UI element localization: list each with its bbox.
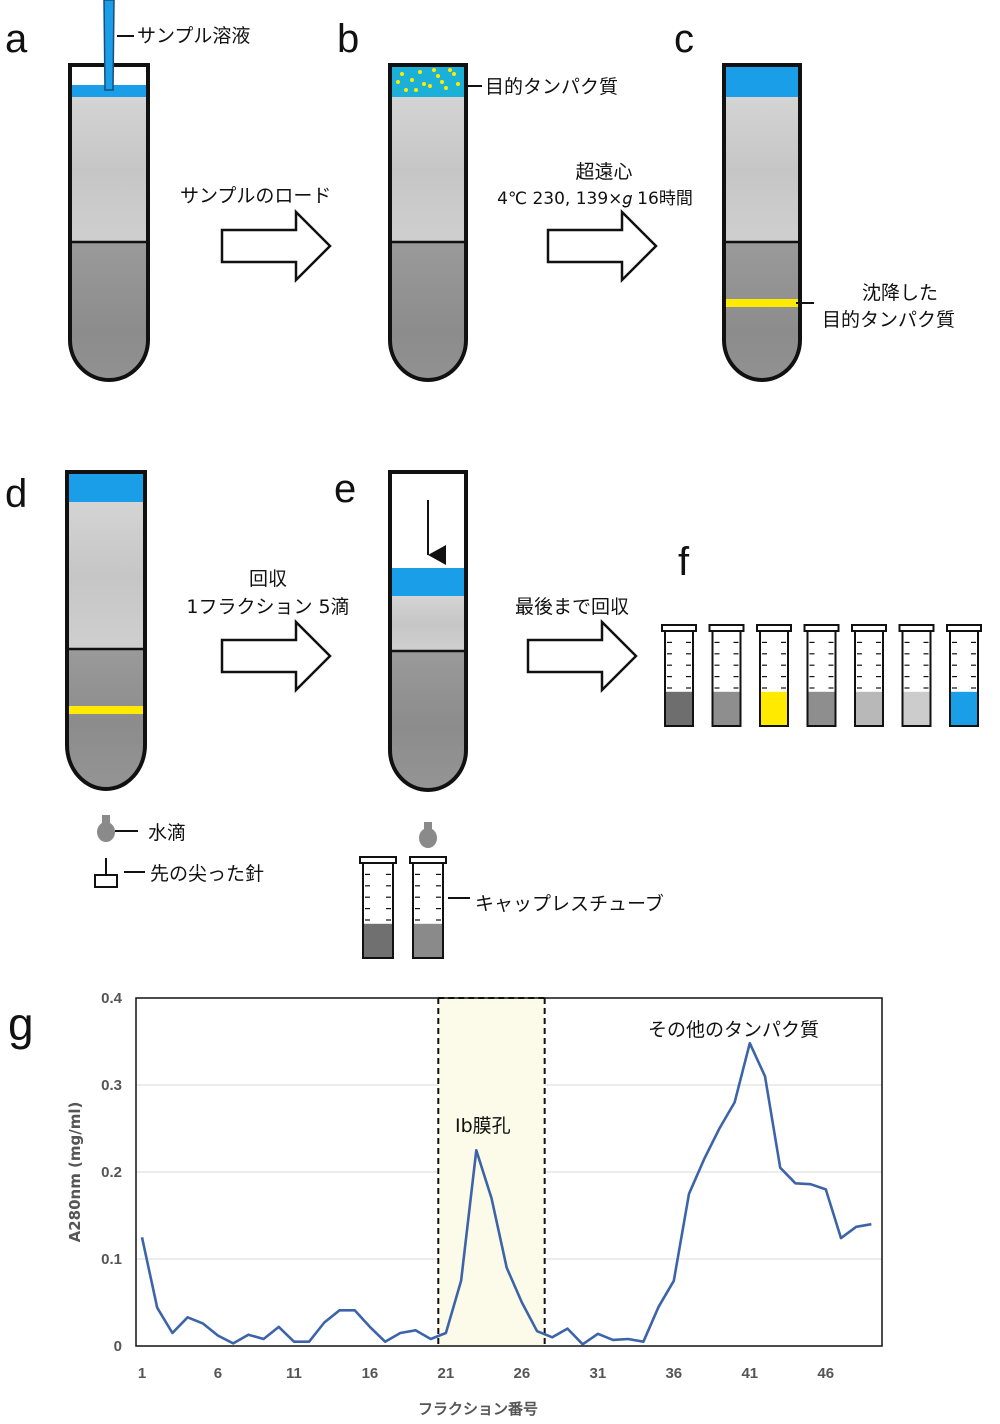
droplet-label: 水滴 (148, 822, 186, 844)
capless-tube-1 (359, 856, 397, 959)
protein-dots (396, 68, 460, 92)
x-tick-label: 41 (741, 1365, 758, 1382)
fraction-tube-2 (708, 624, 745, 727)
panel-label-f: f (678, 540, 690, 584)
tube-b (388, 63, 468, 382)
load-label: サンプルのロード (180, 185, 331, 207)
x-tick-label: 1 (138, 1365, 146, 1382)
settled-label-2: 目的タンパク質 (822, 309, 955, 331)
x-tick-label: 6 (214, 1365, 222, 1382)
droplet-icon (97, 815, 115, 842)
fraction-tube-6 (898, 624, 935, 727)
x-tick-label: 46 (817, 1365, 834, 1382)
highlight-band (438, 998, 545, 1346)
y-tick-label: 0.4 (101, 990, 123, 1007)
capless-tube-2 (409, 856, 447, 959)
droplet-e-icon (419, 822, 437, 848)
capless-tubes (359, 856, 447, 959)
y-tick-label: 0.3 (101, 1077, 122, 1094)
tube-a (68, 63, 150, 382)
arrow-centrifuge (546, 208, 658, 284)
arrow-load (220, 208, 332, 284)
x-tick-label: 31 (590, 1365, 607, 1382)
sample-solution-label: サンプル溶液 (137, 25, 250, 47)
needle-label: 先の尖った針 (150, 863, 264, 885)
y-ticks: 0 0.1 0.2 0.3 0.4 (101, 990, 123, 1355)
x-tick-label: 11 (286, 1365, 302, 1382)
plot-frame (135, 997, 883, 1347)
fraction-tube-4 (803, 624, 840, 727)
x-tick-label: 26 (514, 1365, 531, 1382)
tube-d (65, 470, 147, 791)
fraction-tube-7 (946, 624, 982, 727)
panel-label-b: b (337, 17, 359, 61)
series-line (140, 1041, 872, 1346)
needle-icon (94, 858, 118, 888)
collect-label-2: 1フラクション 5滴 (186, 596, 349, 618)
centrifuge-conditions: 4℃ 230, 139×𝑔 16時間 (497, 189, 693, 209)
collect-all-label: 最後まで回収 (515, 596, 629, 618)
arrow-collect (220, 618, 332, 694)
panel-label-d: d (5, 472, 27, 516)
settled-label-1: 沈降した (862, 282, 938, 304)
y-tick-label: 0.1 (101, 1251, 122, 1268)
panel-label-c: c (674, 17, 694, 61)
y-axis-label: A280nm (mg/ml) (66, 1102, 84, 1243)
fraction-tube-5 (851, 624, 887, 727)
x-tick-label: 16 (362, 1365, 379, 1382)
panel-label-a: a (5, 17, 28, 61)
x-axis-label: フラクション番号 (418, 1400, 538, 1418)
y-tick-label: 0 (114, 1338, 122, 1355)
annotation-other-proteins: その他のタンパク質 (648, 1019, 819, 1041)
x-tick-label: 21 (438, 1365, 455, 1382)
annotation-ib-pore: Ib膜孔 (455, 1115, 511, 1137)
x-tick-label: 36 (665, 1365, 682, 1382)
panel-label-g: g (8, 998, 34, 1050)
fraction-tubes (661, 624, 982, 727)
fraction-tube-3 (756, 624, 792, 727)
tube-c (722, 63, 802, 382)
y-tick-label: 0.2 (101, 1164, 122, 1181)
panel-label-e: e (334, 467, 356, 511)
target-protein-label: 目的タンパク質 (485, 76, 618, 98)
arrow-collect-all (526, 618, 638, 694)
capless-tube-label: キャップレスチューブ (475, 892, 664, 915)
fraction-tube-1 (661, 624, 697, 727)
centrifuge-title: 超遠心 (575, 161, 632, 183)
collect-label-1: 回収 (249, 568, 287, 590)
pipette-icon (103, 0, 115, 91)
